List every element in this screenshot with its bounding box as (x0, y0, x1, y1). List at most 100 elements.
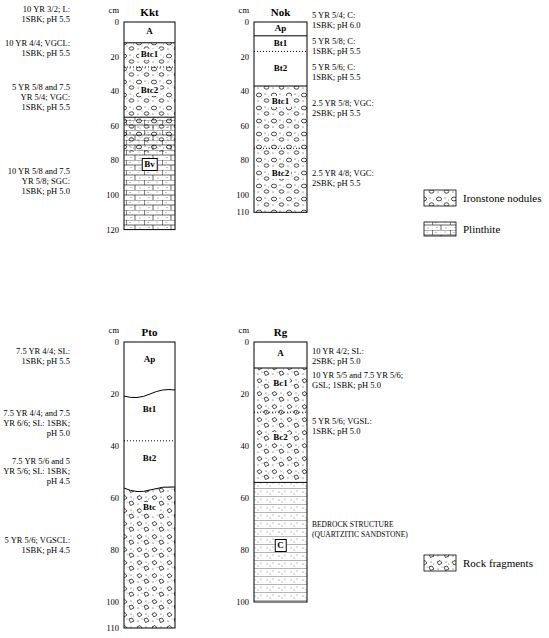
horizon-annotation: 10 YR 3/2; L: 1SBK; pH 5.5 (2, 4, 70, 24)
unit-label: cm (89, 5, 119, 15)
horizon-label: Bc1 (271, 378, 290, 389)
depth-label: 120 (89, 225, 119, 235)
depth-label: 110 (219, 207, 249, 217)
depth-label: 60 (219, 493, 249, 503)
depth-label: 0 (89, 337, 119, 347)
soil-horizon: Bt2 (254, 51, 307, 86)
horizon-boundary (254, 482, 307, 483)
nodule-fill (124, 43, 175, 117)
plinthite-fill (124, 117, 175, 229)
depth-label: 40 (89, 86, 119, 96)
horizon-annotation: 5 YR 5/6; VGSCL: 1SBK; pH 4.5 (2, 535, 70, 555)
horizon-boundary (254, 51, 307, 52)
horizon-annotation: 5 YR 5/6; C: 1SBK; pH 5.5 (312, 62, 376, 82)
soil-horizon: Btc2 (254, 148, 307, 212)
soil-horizon: Bv (124, 152, 175, 230)
horizon-annotation: 7.5 YR 4/4; SL: 1SBK; pH 5.5 (2, 346, 70, 366)
rock-fill (124, 487, 175, 628)
nodule-fill (254, 86, 307, 212)
soil-profile: PtoApBt1Bt2Btc (124, 326, 175, 628)
depth-label: 0 (89, 17, 119, 27)
depth-label: 60 (89, 493, 119, 503)
depth-label: 40 (89, 441, 119, 451)
depth-label: 100 (219, 190, 249, 200)
legend-swatch (424, 222, 456, 236)
horizon-label: Btc1 (139, 49, 161, 60)
horizon-boundary (124, 42, 175, 43)
horizon-boundary (254, 412, 307, 413)
horizon-label: Bt2 (272, 63, 290, 74)
horizon-annotation: 2.5 YR 5/8; VGC: 2SBK; pH 5.5 (312, 98, 376, 118)
wavy-boundary (124, 487, 175, 492)
soil-horizon: C (254, 482, 307, 602)
profile-outline (124, 22, 175, 230)
soil-horizon: Bt1 (124, 394, 175, 441)
horizon-annotation: 10 YR 4/2; SL: 2SBK; pH 5.0 (312, 346, 376, 366)
profile-outline (124, 342, 175, 628)
soil-horizon: Btc1 (254, 86, 307, 148)
soil-profile: RgABc1Bc2C (254, 326, 307, 602)
depth-label: 80 (219, 545, 249, 555)
horizon-label: Bt2 (141, 453, 159, 464)
soil-profile: NokApBt1Bt2Btc1Btc2 (254, 6, 307, 212)
soil-horizon: A (124, 22, 175, 43)
horizon-annotation: 7.5 YR 4/4; and 7.5 YR 6/6; SL: 1SBK; pH… (2, 408, 70, 438)
soil-profile: KktABtc1Btc2Bv (124, 6, 175, 230)
depth-label: 80 (89, 155, 119, 165)
depth-label: 20 (89, 52, 119, 62)
rock-fill (254, 368, 307, 482)
horizon-label: Btc1 (270, 96, 292, 107)
soil-horizon: Ap (124, 342, 175, 394)
horizon-annotation: 10 YR 4/4; VGCL: 1SBK; pH 5.5 (2, 38, 70, 58)
horizon-label: Bt1 (141, 404, 159, 415)
depth-label: 0 (219, 17, 249, 27)
legend-swatch (424, 555, 456, 571)
legend-swatch (424, 190, 456, 206)
depth-label: 80 (89, 545, 119, 555)
horizon-label: C (274, 539, 287, 552)
unit-label: cm (219, 325, 249, 335)
soil-horizon: Bt2 (124, 441, 175, 490)
depth-label: 20 (219, 52, 249, 62)
profile-outline (254, 342, 307, 602)
profile-outline (254, 22, 307, 212)
horizon-annotation: 5 YR 5/8 and 7.5 YR 5/4; VGC: 1SBK; pH 5… (2, 82, 70, 112)
bedrock-fill (254, 482, 307, 602)
horizon-boundary (254, 148, 307, 149)
horizon-boundary (254, 368, 307, 369)
horizon-boundary (124, 440, 175, 441)
depth-label: 60 (219, 121, 249, 131)
depth-label: 0 (219, 337, 249, 347)
horizon-label: Btc (141, 502, 158, 513)
horizon-annotation: 2.5 YR 4/8; VGC: 2SBK; pH 5.5 (312, 168, 376, 188)
unit-label: cm (219, 5, 249, 15)
horizon-boundary (254, 86, 307, 87)
soil-horizon: Bc1 (254, 368, 307, 412)
soil-horizon: Btc1 (124, 43, 175, 67)
depth-label: 100 (89, 190, 119, 200)
horizon-label: Ap (142, 354, 158, 365)
legend-text: Rock fragments (463, 556, 533, 570)
nodule-fill (124, 117, 175, 152)
horizon-boundary (254, 35, 307, 36)
legend-text: Plinthite (463, 222, 500, 236)
horizon-label: Bc2 (271, 432, 290, 443)
soil-horizon: Bc2 (254, 412, 307, 482)
depth-label: 20 (89, 389, 119, 399)
depth-label: 40 (219, 441, 249, 451)
horizon-label: Btc2 (139, 85, 161, 96)
soil-horizon: A (254, 342, 307, 368)
horizon-boundary (124, 67, 175, 68)
horizon-annotation: 10 YR 5/5 and 7.5 YR 5/6; GSL; 1SBK; pH … (312, 370, 410, 390)
depth-label: 100 (89, 597, 119, 607)
soil-horizon: Bt1 (254, 36, 307, 52)
horizon-label: Bv (141, 158, 158, 171)
soil-horizon: Btc (124, 490, 175, 628)
horizon-boundary (124, 117, 175, 118)
horizon-annotation: 5 YR 5/4; C: 1SBK; pH 6.0 (312, 10, 376, 30)
horizon-label: A (144, 26, 155, 37)
unit-label: cm (89, 325, 119, 335)
legend-text: Ironstone nodules (463, 191, 542, 205)
horizon-annotation: 5 YR 5/8; C: 1SBK; pH 5.5 (312, 36, 376, 56)
horizon-annotation: 5 YR 5/6; VGSL: 1SBK; pH 5.0 (312, 416, 382, 436)
